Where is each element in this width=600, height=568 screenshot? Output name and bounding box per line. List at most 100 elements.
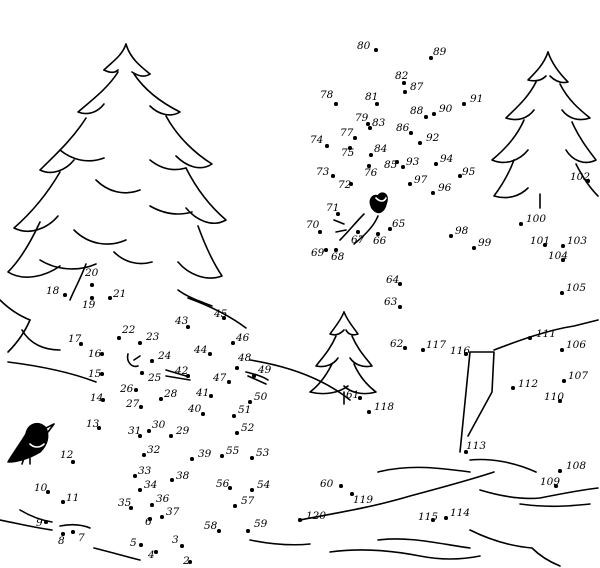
- dot-number-label: 8: [58, 535, 65, 547]
- dot-number-label: 13: [86, 418, 100, 430]
- dot-9: [44, 520, 48, 524]
- dot-8: [61, 532, 65, 536]
- dot-number-label: 82: [395, 70, 409, 82]
- dot-81: [375, 102, 379, 106]
- dot-number-label: 94: [440, 153, 454, 165]
- dot-number-label: 54: [257, 479, 271, 491]
- dot-number-label: 75: [341, 147, 355, 159]
- dot-111: [528, 336, 532, 340]
- dot-83: [368, 126, 372, 130]
- dot-number-label: 35: [118, 497, 132, 509]
- dot-number-label: 14: [90, 392, 104, 404]
- dot-number-label: 43: [175, 315, 189, 327]
- dot-number-label: 86: [396, 122, 410, 134]
- dot-87: [403, 90, 407, 94]
- dot-number-label: 40: [188, 403, 202, 415]
- dot-number-label: 77: [340, 127, 354, 139]
- dot-76: [367, 164, 371, 168]
- dot-number-label: 29: [176, 425, 190, 437]
- dot-44: [208, 352, 212, 356]
- dot-68: [334, 248, 338, 252]
- dot-number-label: 46: [236, 332, 250, 344]
- dot-36: [150, 503, 154, 507]
- dot-number-label: 33: [138, 465, 152, 477]
- dot-number-label: 18: [46, 285, 60, 297]
- dot-number-label: 79: [355, 112, 369, 124]
- dot-119: [350, 492, 354, 496]
- dot-40: [201, 412, 205, 416]
- dot-number-label: 112: [518, 378, 539, 390]
- dot-number-label: 61: [346, 389, 360, 401]
- large-pine-tree-icon: [0, 43, 227, 383]
- dot-number-label: 62: [390, 338, 404, 350]
- dot-number-label: 67: [351, 234, 365, 246]
- dot-34: [138, 488, 142, 492]
- dot-19: [90, 296, 94, 300]
- dot-20: [90, 283, 94, 287]
- dot-number-label: 24: [158, 350, 172, 362]
- dot-number-label: 108: [566, 460, 587, 472]
- dot-46: [231, 341, 235, 345]
- dot-79: [366, 122, 370, 126]
- dot-64: [398, 282, 402, 286]
- dot-5: [139, 543, 143, 547]
- dot-number-label: 7: [78, 532, 85, 544]
- dot-number-label: 114: [450, 507, 471, 519]
- dot-number-label: 118: [374, 401, 395, 413]
- dot-31: [138, 434, 142, 438]
- dot-53: [250, 456, 254, 460]
- dot-118: [367, 410, 371, 414]
- dot-115: [431, 518, 435, 522]
- dot-number-label: 119: [353, 494, 374, 506]
- dot-number-label: 48: [238, 352, 252, 364]
- dot-number-label: 44: [194, 344, 208, 356]
- dot-92: [418, 141, 422, 145]
- dot-number-label: 41: [196, 387, 210, 399]
- dot-number-label: 88: [410, 105, 424, 117]
- dot-101: [543, 243, 547, 247]
- dot-70: [318, 230, 322, 234]
- dot-number-label: 103: [567, 235, 588, 247]
- dot-number-label: 36: [156, 493, 170, 505]
- dot-number-label: 26: [120, 383, 134, 395]
- dot-number-label: 25: [148, 372, 162, 384]
- dot-21: [108, 296, 112, 300]
- dot-number-label: 93: [406, 156, 420, 168]
- dot-number-label: 59: [254, 518, 268, 530]
- dot-number-label: 38: [176, 470, 190, 482]
- dot-30: [147, 429, 151, 433]
- dot-number-label: 22: [122, 324, 136, 336]
- dot-98: [449, 234, 453, 238]
- dot-number-label: 27: [126, 398, 140, 410]
- dot-number-label: 9: [36, 517, 43, 529]
- dot-number-label: 45: [214, 308, 228, 320]
- dot-number-label: 47: [213, 372, 227, 384]
- dot-number-label: 60: [320, 478, 334, 490]
- dot-60: [339, 484, 343, 488]
- dot-77: [353, 136, 357, 140]
- dot-number-label: 53: [256, 447, 270, 459]
- dot-number-label: 106: [566, 339, 587, 351]
- dot-39: [190, 457, 194, 461]
- dot-number-label: 28: [164, 388, 178, 400]
- dot-7: [71, 530, 75, 534]
- dot-number-label: 111: [536, 328, 557, 340]
- dot-18: [63, 293, 67, 297]
- dot-number-label: 69: [311, 247, 325, 259]
- dot-54: [250, 488, 254, 492]
- dot-16: [100, 352, 104, 356]
- dot-number-label: 58: [204, 520, 218, 532]
- dot-12: [71, 460, 75, 464]
- dot-96: [431, 191, 435, 195]
- dot-number-label: 34: [144, 479, 158, 491]
- dot-82: [402, 81, 406, 85]
- dot-number-label: 19: [82, 299, 96, 311]
- dot-42: [186, 374, 190, 378]
- dot-57: [233, 504, 237, 508]
- dot-103: [561, 244, 565, 248]
- dot-62: [403, 346, 407, 350]
- dot-number-label: 63: [384, 296, 398, 308]
- dot-number-label: 11: [66, 492, 80, 504]
- dot-43: [186, 325, 190, 329]
- dot-number-label: 104: [548, 250, 569, 262]
